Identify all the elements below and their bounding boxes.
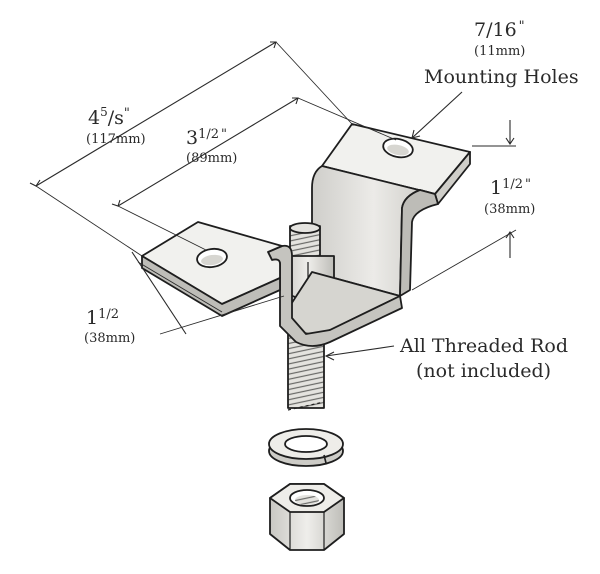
dimension-lines	[29, 41, 517, 361]
height-label: 11/2"	[490, 177, 531, 199]
hole-spacing-metric: (89mm)	[186, 151, 237, 166]
overall-length-metric: (117mm)	[86, 132, 146, 147]
z-bracket	[141, 123, 471, 347]
bottom-mounting-hole-inner	[201, 254, 223, 266]
threaded-rod-callout: All Threaded Rod	[399, 335, 568, 357]
hole-spacing-label: 31/2"	[186, 127, 227, 149]
width-metric: (38mm)	[84, 331, 135, 346]
width-label: 11/2	[86, 307, 119, 329]
threaded-rod-leader	[325, 345, 395, 357]
wall-edge	[399, 189, 439, 297]
hole-diameter-label: 7/16"	[474, 19, 525, 41]
not-included-note: (not included)	[416, 360, 551, 382]
rod-cut-edge	[287, 401, 325, 411]
mounting-holes-leader	[411, 91, 463, 139]
height-metric: (38mm)	[484, 202, 535, 217]
lock-washer	[268, 428, 344, 467]
top-mounting-hole-inner	[387, 144, 409, 156]
rod-top-cap	[289, 222, 321, 234]
mounting-holes-callout: Mounting Holes	[424, 66, 579, 88]
overall-length-dim-line	[35, 41, 277, 187]
overall-length-label: 45/s"	[88, 105, 130, 129]
width-dim-line	[131, 251, 187, 335]
hex-nut	[269, 483, 345, 551]
hole-spacing-dim-line	[117, 97, 299, 207]
labels: 45/s" (117mm) 31/2" (89mm) 11/2" (38mm) …	[84, 19, 579, 382]
hole-diameter-metric: (11mm)	[474, 44, 525, 59]
